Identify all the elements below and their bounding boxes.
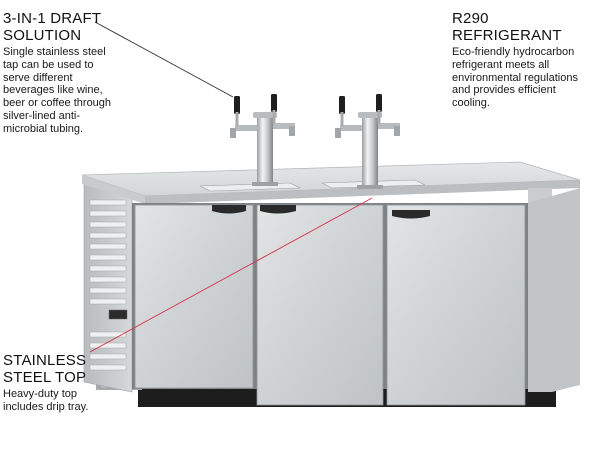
callout-description: Heavy-duty top includes drip tray. — [3, 388, 89, 413]
tap-faucet[interactable] — [376, 94, 400, 136]
grille-louver — [89, 287, 127, 294]
leader-line-steel-top — [89, 197, 373, 353]
tap-faucet[interactable] — [230, 96, 257, 138]
door-handle[interactable] — [392, 210, 430, 219]
door-right[interactable] — [386, 204, 526, 406]
title-line: SOLUTION — [3, 27, 82, 44]
grille-louver — [89, 276, 127, 283]
grille-louver — [89, 265, 127, 272]
callout-title: STAINLESS STEEL TOP — [3, 352, 123, 386]
title-line: 3-IN-1 DRAFT — [3, 10, 102, 27]
callout-description: Single stainless steel tap can be used t… — [3, 46, 112, 135]
stainless-steel-top — [81, 161, 581, 204]
leader-line-draft — [94, 21, 234, 98]
title-line: STAINLESS — [3, 352, 87, 369]
callout-description: Eco-friendly hydrocarbon refrigerant mee… — [452, 46, 578, 110]
grille-louver — [89, 342, 127, 349]
door-handle[interactable] — [212, 205, 246, 214]
grille-louver — [89, 364, 127, 371]
grille-louver — [89, 210, 127, 217]
tap-faucet[interactable] — [271, 94, 295, 136]
grille-louver — [89, 353, 127, 360]
grille-louver — [89, 199, 127, 206]
grille-louver — [89, 232, 127, 239]
callout-draft-solution: 3-IN-1 DRAFT SOLUTION Single stainless s… — [3, 10, 133, 136]
grille-louver — [89, 298, 127, 305]
draft-tower-right — [335, 94, 400, 189]
callout-refrigerant: R290 REFRIGERANT Eco-friendly hydrocarbo… — [452, 10, 600, 110]
grille-louver — [89, 331, 127, 338]
title-line: STEEL TOP — [3, 369, 87, 386]
draft-tower-left — [230, 94, 295, 186]
side-panel-grille — [83, 182, 133, 393]
grille-louver — [89, 243, 127, 250]
grille-louver — [89, 254, 127, 261]
temperature-display — [108, 309, 128, 320]
grille-louver — [89, 221, 127, 228]
tap-faucet[interactable] — [335, 96, 362, 138]
callout-title: R290 REFRIGERANT — [452, 10, 562, 44]
door-center[interactable] — [256, 204, 384, 406]
door-left[interactable] — [134, 204, 254, 389]
callout-title: 3-IN-1 DRAFT SOLUTION — [3, 10, 123, 44]
callout-stainless-steel-top: STAINLESS STEEL TOP Heavy-duty top inclu… — [3, 352, 123, 414]
door-handle[interactable] — [260, 205, 296, 214]
